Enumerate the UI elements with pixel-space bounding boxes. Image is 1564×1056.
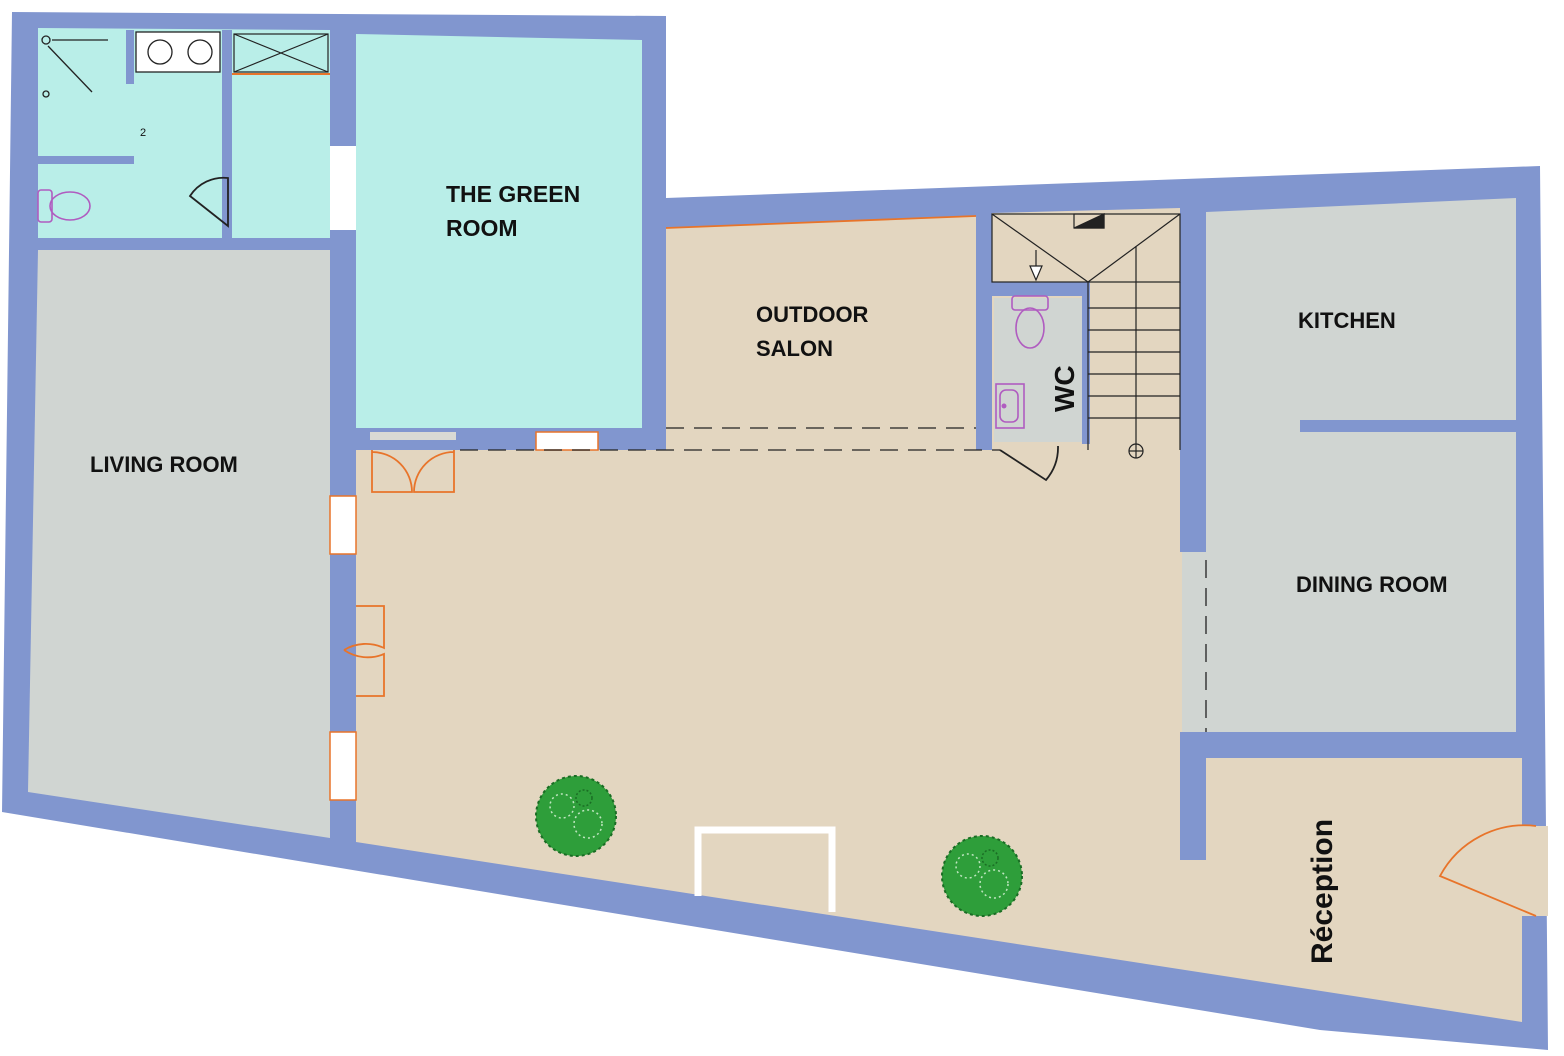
- green-door-opening: [370, 432, 456, 440]
- wall-bath-living: [38, 238, 330, 250]
- wall-window-gap: [330, 146, 356, 230]
- wc-floor: [994, 298, 1082, 442]
- label-green-room-line1: THE GREEN: [446, 181, 580, 207]
- wall-bath-stub: [126, 30, 134, 84]
- label-reception: Réception: [1306, 819, 1339, 964]
- living-window-2: [329, 731, 357, 801]
- door-swing-icon: [188, 73, 1537, 917]
- kitchen-dining-floor: [1206, 198, 1516, 732]
- green-room-floor: [356, 34, 642, 428]
- courtyard-floor: [356, 450, 1548, 1022]
- dashed-boundary: [460, 427, 1207, 732]
- plant-icon: [535, 775, 617, 857]
- wardrobe: [233, 33, 329, 73]
- wall-bath-vertical: [222, 30, 232, 238]
- wall-salon-wc: [976, 214, 992, 450]
- wall-green-bottom-mid: [466, 428, 532, 450]
- toilet-icon: [37, 189, 91, 223]
- toilet-icon: [1011, 295, 1049, 349]
- bathroom-floor: [38, 28, 330, 238]
- shower-icon: [41, 35, 108, 98]
- living-room-floor: [28, 250, 330, 838]
- sink-icon: [995, 383, 1025, 429]
- wall-kitchen-divider: [1300, 420, 1518, 432]
- staircase-icon: [991, 213, 1181, 459]
- wall-kitchen-left: [1180, 208, 1206, 552]
- label-outdoor-salon-line1: OUTDOOR: [756, 302, 869, 327]
- courtyard-frame: [694, 826, 836, 912]
- label-living-room: LIVING ROOM: [90, 452, 238, 477]
- label-green-room-line2: ROOM: [446, 215, 518, 241]
- wall-bath-partition: [38, 156, 134, 164]
- washing-machine-icon: [135, 31, 221, 73]
- outdoor-salon-floor: [666, 216, 976, 450]
- living-window-1: [329, 495, 357, 555]
- label-dining-room: DINING ROOM: [1296, 572, 1448, 597]
- kitchen-opening-floor: [1182, 552, 1208, 732]
- bathroom-marker: 2: [140, 127, 146, 139]
- wall-wc-right: [1082, 282, 1090, 444]
- label-outdoor-salon-line2: SALON: [756, 336, 833, 361]
- green-window-opening: [535, 431, 599, 451]
- wall-green-bottom-right: [600, 428, 666, 450]
- label-wc: WC: [1049, 365, 1080, 412]
- plant-icon: [941, 835, 1023, 917]
- wall-wc-top: [992, 282, 1088, 296]
- wall-green-bottom-left: [356, 428, 370, 450]
- wall-dining-reception: [1180, 732, 1522, 758]
- label-kitchen: KITCHEN: [1298, 308, 1396, 333]
